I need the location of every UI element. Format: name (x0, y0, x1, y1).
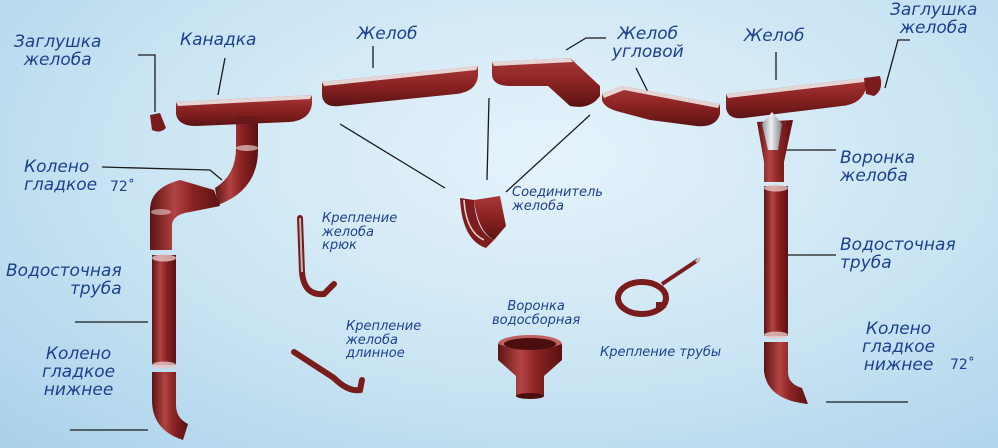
leader-zaglushka-left (138, 54, 156, 112)
kreplenie-truby-part (615, 256, 702, 317)
label-kreplenie-dlinnoe: Крепление желоба длинное (346, 319, 422, 362)
leader-soed-3 (505, 114, 591, 193)
right-downpipe-assembly (757, 112, 808, 404)
label-koleno-nizhnee-left: Колено гладкое нижнее (42, 344, 116, 400)
voronka-grille (762, 112, 782, 150)
label-voronka-vodosbornaya: Воронка водосборная (492, 299, 581, 328)
leader-zhelob-uglovoy-1 (565, 37, 606, 51)
leader-kanadka (217, 57, 226, 96)
left-downpipe-assembly (150, 118, 258, 440)
vodostochnaya-truba-left (152, 255, 176, 365)
label-zaglushka-zheloba-right: Заглушка желоба (890, 0, 978, 38)
label-koleno-top-degree: 72˚ (110, 179, 135, 195)
kreplenie-dlinnoe-part (291, 349, 365, 394)
leader-soed-1 (339, 123, 446, 189)
label-zhelob-2: Желоб (744, 26, 805, 46)
label-kreplenie-kryuk: Крепление желоба крюк (322, 211, 398, 254)
koleno-nizhnee-right (764, 342, 808, 404)
leader-lines (70, 37, 910, 431)
voronka-vodosbornaya-part (498, 335, 562, 399)
label-voronka-zheloba: Воронка желоба (840, 148, 916, 186)
label-koleno-gladkoe-top: Колено гладкое (24, 157, 98, 195)
koleno-nizhnee-left (152, 372, 188, 440)
label-soedinitel-zheloba: Соединитель желоба (512, 185, 603, 214)
zaglushka-left-part (150, 113, 166, 132)
zhelob-uglovoy-part-2 (602, 86, 720, 127)
koleno-gladkoe-72-left (150, 180, 220, 250)
label-zhelob-1: Желоб (357, 24, 418, 44)
zhelob-2-part (726, 78, 866, 119)
zaglushka-right-part (864, 76, 882, 96)
leader-zaglushka-right (884, 39, 910, 89)
soedinitel-part (460, 196, 506, 248)
label-vodostochnaya-truba-right: Водосточная труба (840, 235, 956, 273)
zhelob-1-part (322, 66, 478, 107)
vodostochnaya-truba-right (764, 186, 788, 336)
label-zhelob-uglovoy: Желоб угловой (612, 24, 684, 62)
kreplenie-kryuk-part (297, 215, 337, 298)
gutters (150, 58, 882, 132)
label-koleno-right-degree: 72˚ (950, 357, 975, 373)
label-zaglushka-zheloba-left: Заглушка желоба (14, 32, 102, 70)
zhelob-uglovoy-part-1 (492, 58, 600, 107)
leader-koleno-top (101, 166, 223, 181)
koleno-top-part (215, 118, 258, 205)
label-vodostochnaya-truba-left: Водосточная труба (6, 261, 122, 299)
label-kreplenie-truby: Крепление трубы (600, 345, 722, 360)
leader-soed-2 (486, 97, 490, 181)
label-kanadka: Канадка (180, 30, 257, 50)
label-koleno-nizhnee-right: Колено гладкое нижнее (862, 319, 936, 375)
